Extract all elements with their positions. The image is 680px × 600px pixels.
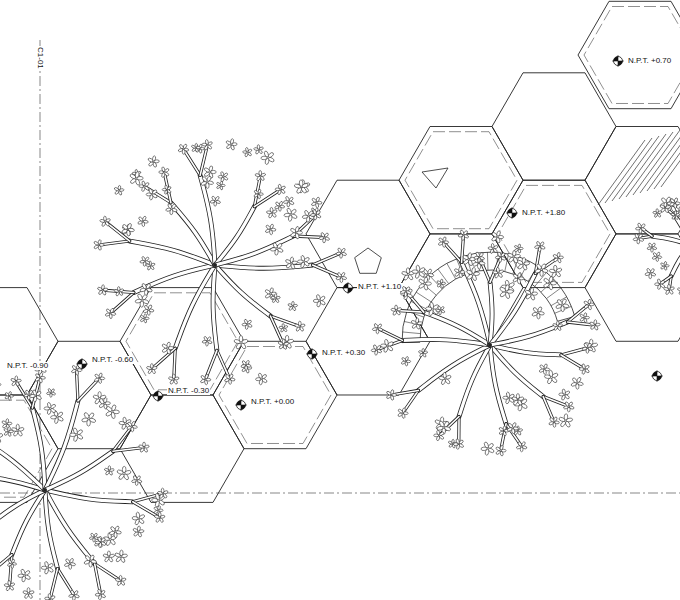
level-label: N.P.T. +0.30 <box>321 349 366 357</box>
level-label: N.P.T. -0.30 <box>167 387 210 395</box>
level-label: N.P.T. -0.60 <box>91 356 134 364</box>
hex-outline <box>0 288 58 395</box>
level-marker <box>306 348 318 360</box>
level-label: N.P.T. +1.80 <box>521 209 566 217</box>
level-marker <box>76 358 88 370</box>
level-marker <box>152 390 164 402</box>
level-label: N.P.T. +0.00 <box>250 398 295 406</box>
grid-line <box>0 493 680 494</box>
level-marker <box>612 55 624 67</box>
hex-inner-edge <box>126 293 238 390</box>
hex-inner-edge <box>0 400 52 497</box>
hex-platforms <box>0 1 680 502</box>
level-label: N.P.T. +1.10 <box>357 283 402 291</box>
level-marker <box>235 399 247 411</box>
hex-outline <box>492 180 616 287</box>
hex-outline <box>27 341 151 448</box>
tree <box>0 360 170 600</box>
hex-outline <box>578 1 680 108</box>
hex-outline <box>399 127 523 234</box>
hex-inner-edge <box>219 347 331 444</box>
hex-inner-edge <box>584 7 680 104</box>
hex-outline <box>120 288 244 395</box>
section-mark: C1-01 <box>36 46 44 70</box>
hex-outline <box>585 234 680 341</box>
level-marker <box>342 282 354 294</box>
hex-outline <box>213 341 337 448</box>
level-label: N.P.T. +0.70 <box>627 57 672 65</box>
hex-outline <box>306 180 430 287</box>
level-marker <box>651 370 663 382</box>
pentagon-feature <box>355 248 382 273</box>
hex-inner-edge <box>405 132 517 229</box>
level-markers <box>76 55 663 411</box>
stairs <box>598 122 680 205</box>
level-marker <box>506 207 518 219</box>
tree <box>92 137 349 387</box>
tree <box>631 193 680 307</box>
level-label: N.P.T. -0.90 <box>6 362 49 370</box>
hex-inner-edge <box>498 185 610 282</box>
tree <box>369 227 601 458</box>
triangle-feature <box>422 168 448 188</box>
section-line <box>40 40 41 600</box>
